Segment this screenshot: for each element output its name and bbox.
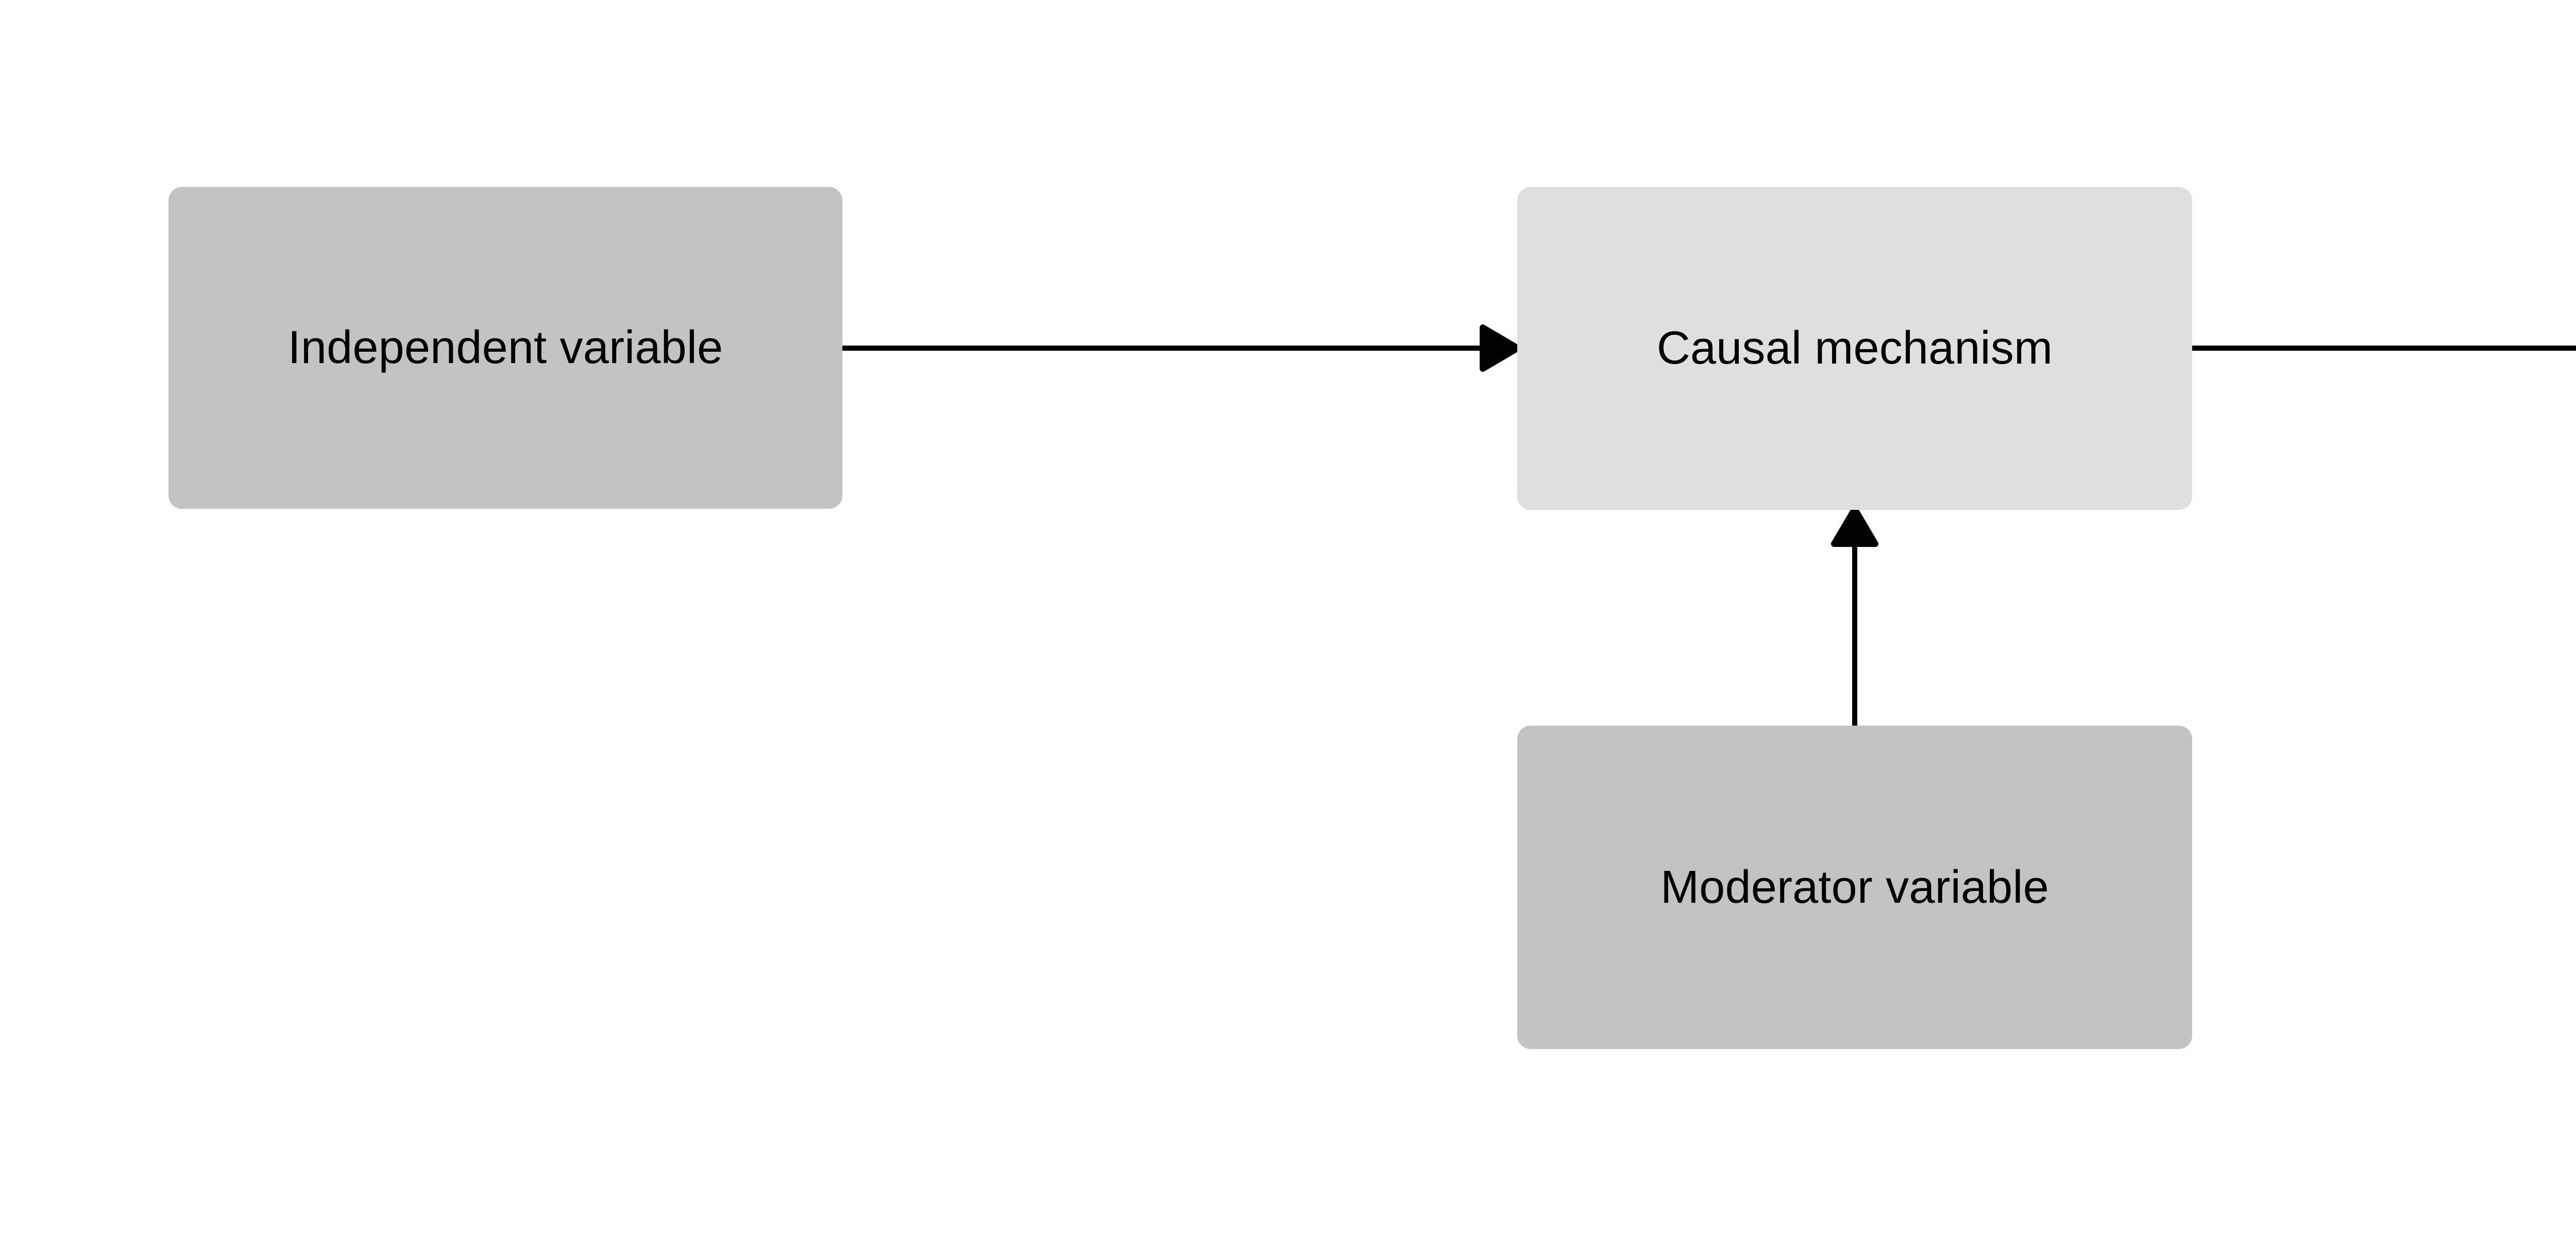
node-causal-mechanism[interactable]: Causal mechanism — [1517, 187, 2192, 510]
arrowhead-independent-to-causal — [1480, 324, 1521, 372]
arrowhead-moderator-to-causal — [1831, 506, 1878, 547]
node-causal-mechanism-label: Causal mechanism — [1656, 322, 2053, 374]
edge-moderator-to-causal — [1831, 506, 1878, 728]
node-independent-variable[interactable]: Independent variable — [168, 187, 842, 509]
edge-causal-to-dependent — [2190, 346, 2576, 351]
edge-independent-to-causal — [840, 324, 1521, 372]
node-independent-variable-label: Independent variable — [287, 322, 723, 374]
node-moderator-variable-label: Moderator variable — [1660, 861, 2049, 913]
node-moderator-variable[interactable]: Moderator variable — [1517, 726, 2192, 1049]
